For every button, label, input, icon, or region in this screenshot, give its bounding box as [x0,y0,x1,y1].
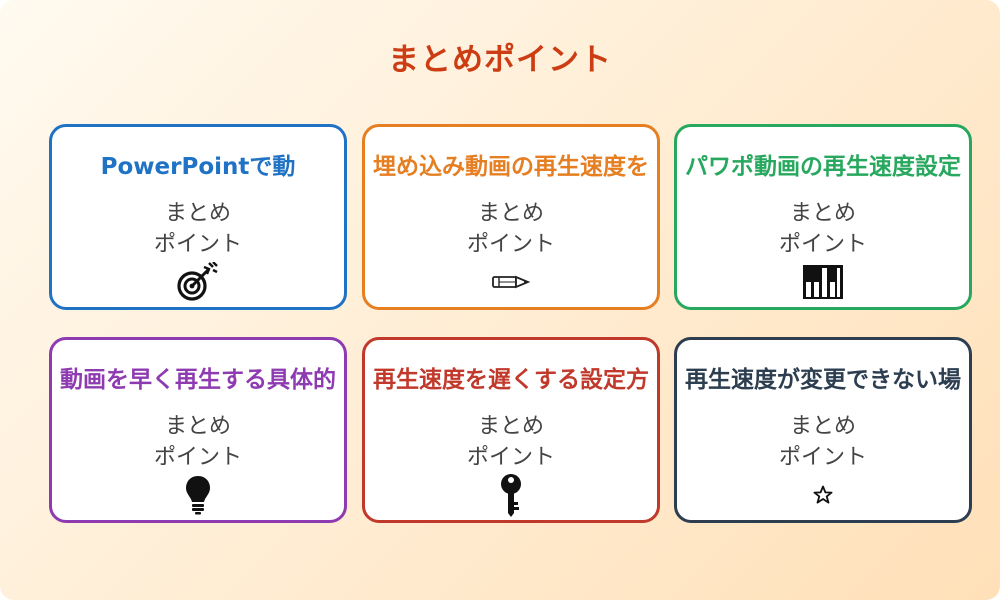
card-title: 再生速度が変更できない場 [685,367,961,393]
card-line-2: ポイント [153,232,242,257]
card-title: 埋め込み動画の再生速度を [373,154,649,180]
card-body: まとめ ポイント [52,411,344,473]
card-line-2: ポイント [778,232,867,257]
card-body: まとめ ポイント [365,198,657,260]
card-line-2: ポイント [153,445,242,470]
card-line-1: まとめ [477,414,544,439]
card-body: まとめ ポイント [677,411,969,473]
summary-card-1: PowerPointで動 まとめ ポイント [49,124,347,310]
card-title: パワポ動画の再生速度設定 [685,154,961,180]
star-icon [677,477,969,513]
lightbulb-icon [52,476,344,515]
summary-card-4: 動画を早く再生する具体的 まとめ ポイント [49,337,347,523]
card-body: まとめ ポイント [365,411,657,473]
card-title: 動画を早く再生する具体的 [60,367,336,393]
summary-card-3: パワポ動画の再生速度設定 まとめ ポイント [674,124,972,310]
card-line-2: ポイント [778,445,867,470]
card-body: まとめ ポイント [677,198,969,260]
card-body: まとめ ポイント [52,198,344,260]
pencil-icon [365,264,657,300]
card-line-1: まとめ [789,201,856,226]
summary-card-6: 再生速度が変更できない場 まとめ ポイント [674,337,972,523]
piano-icon [677,264,969,300]
summary-card-2: 埋め込み動画の再生速度を まとめ ポイント [362,124,660,310]
card-line-2: ポイント [466,232,555,257]
card-title: PowerPointで動 [100,154,296,180]
card-line-2: ポイント [466,445,555,470]
key-icon [365,474,657,517]
target-icon [52,262,344,301]
panel-title: まとめポイント [388,42,612,78]
summary-card-5: 再生速度を遅くする設定方 まとめ ポイント [362,337,660,523]
card-line-1: まとめ [477,201,544,226]
card-line-1: まとめ [164,414,231,439]
card-line-1: まとめ [789,414,856,439]
card-title: 再生速度を遅くする設定方 [373,367,649,393]
card-line-1: まとめ [164,201,231,226]
